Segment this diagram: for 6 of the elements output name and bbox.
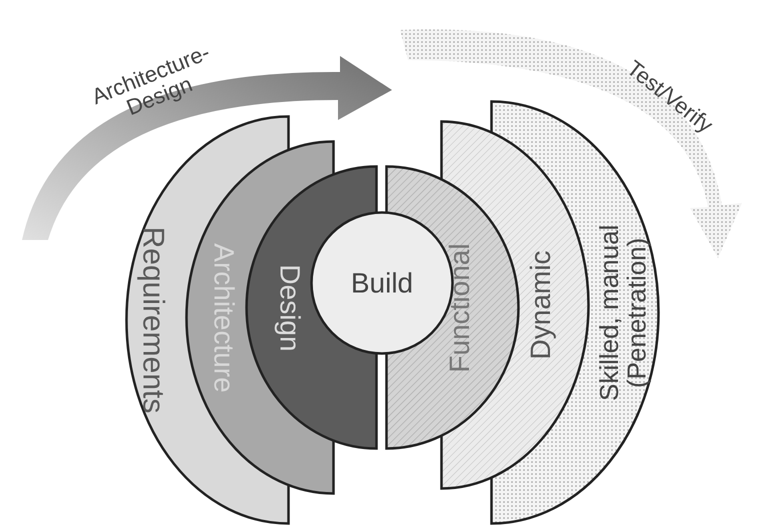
segment-label: Requirements [137,226,168,414]
segment-label: Design [275,264,304,352]
segment-label: Functional [445,242,474,372]
segment-label: Skilled, manual (Penetration) [596,223,651,403]
segment-label: Dynamic [526,250,556,360]
segment-label: Build [350,268,414,298]
